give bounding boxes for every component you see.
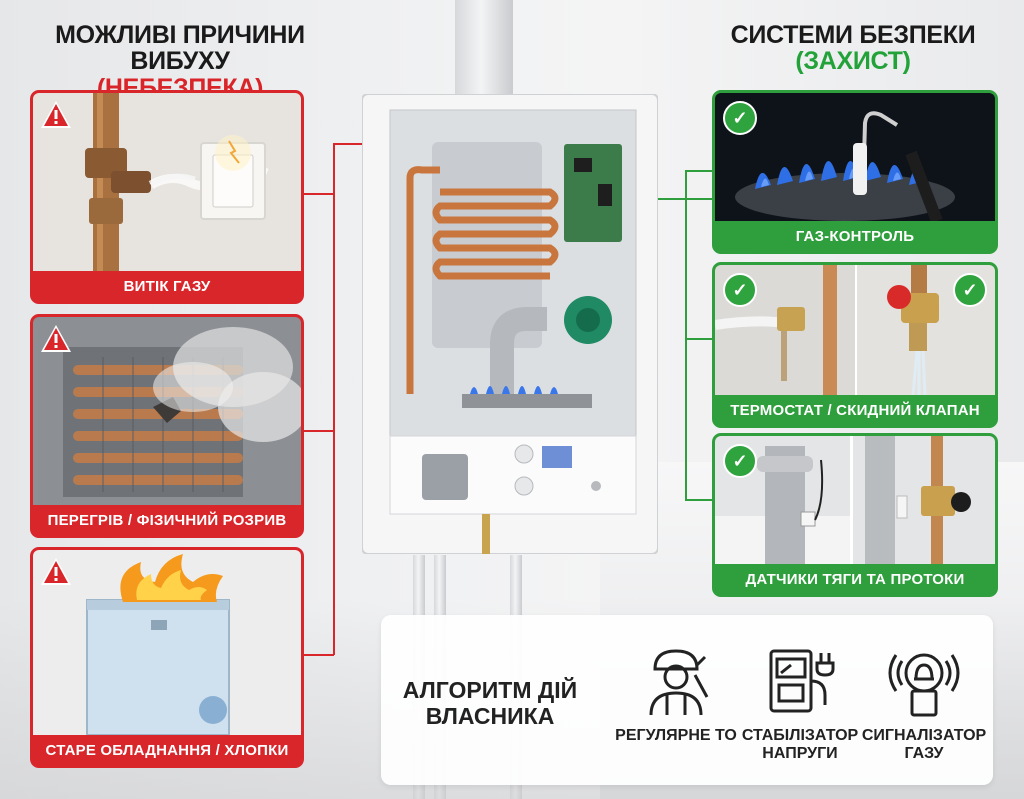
draft-flow-sensors-photo xyxy=(715,436,995,564)
check-icon: ✓ xyxy=(723,101,757,135)
safety-card-gas-control: ✓ ГАЗ-КОНТРОЛЬ xyxy=(712,90,998,254)
check-icon: ✓ xyxy=(723,444,757,478)
check-icon: ✓ xyxy=(953,273,987,307)
action-label-line2: НАПРУГИ xyxy=(762,745,838,763)
voltage-stabilizer-icon xyxy=(769,649,835,713)
connector-line xyxy=(300,193,334,195)
gas-leak-photo xyxy=(33,93,301,271)
gas-flame-photo xyxy=(715,93,995,221)
danger-card-overheat: ПЕРЕГРІВ / ФІЗИЧНИЙ РОЗРИВ xyxy=(30,314,304,538)
old-boiler-fire-photo xyxy=(33,550,301,735)
safety-card-label: ДАТЧИКИ ТЯГИ ТА ПРОТОКИ xyxy=(745,570,965,588)
action-gas-alarm: СИГНАЛІЗАТОР ГАЗУ xyxy=(849,643,999,764)
warning-icon xyxy=(41,101,71,128)
owner-actions-title-line2: ВЛАСНИКА xyxy=(425,703,555,730)
danger-card-gas-leak: ВИТІК ГАЗУ xyxy=(30,90,304,304)
owner-actions-title-line1: АЛГОРИТМ ДІЙ xyxy=(402,677,578,703)
connector-line xyxy=(685,170,712,172)
danger-card-label: ВИТІК ГАЗУ xyxy=(123,277,211,295)
owner-actions-title: АЛГОРИТМ ДІЙ ВЛАСНИКА xyxy=(395,677,585,730)
overheated-exchanger-photo xyxy=(33,317,301,505)
warning-icon xyxy=(41,558,71,585)
safety-subtitle: (ЗАХИСТ) xyxy=(795,47,911,76)
danger-card-old-equipment: СТАРЕ ОБЛАДНАННЯ / ХЛОПКИ xyxy=(30,547,304,768)
safety-card-thermostat: ✓ ✓ ТЕРМОСТАТ / СКИДНИЙ КЛАПАН xyxy=(712,262,998,428)
connector-line xyxy=(685,499,712,501)
action-label-line1: СИГНАЛІЗАТОР xyxy=(861,727,987,744)
connector-line xyxy=(640,198,712,200)
danger-card-label: ПЕРЕГРІВ / ФІЗИЧНИЙ РОЗРИВ xyxy=(47,511,287,529)
technician-icon xyxy=(649,649,709,716)
boiler-cutaway-illustration xyxy=(362,94,658,554)
danger-card-label: СТАРЕ ОБЛАДНАННЯ / ХЛОПКИ xyxy=(45,741,289,759)
safety-card-label: ТЕРМОСТАТ / СКИДНИЙ КЛАПАН xyxy=(730,401,980,419)
connector-line xyxy=(300,430,334,432)
action-label-line1: СТАБІЛІЗАТОР xyxy=(741,727,859,744)
safety-card-label: ГАЗ-КОНТРОЛЬ xyxy=(795,227,915,245)
owner-actions-panel: АЛГОРИТМ ДІЙ ВЛАСНИКА РЕГУЛЯРНЕ ТО xyxy=(381,615,993,785)
action-label-line1: РЕГУЛЯРНЕ ТО xyxy=(615,727,737,744)
action-regular-maintenance: РЕГУЛЯРНЕ ТО xyxy=(601,643,751,745)
causes-title: МОЖЛИВІ ПРИЧИНИ ВИБУХУ xyxy=(55,21,305,76)
thermostat-valve-photo xyxy=(715,265,995,395)
wall-pipe xyxy=(455,0,513,100)
safety-title: СИСТЕМИ БЕЗПЕКИ xyxy=(730,21,976,49)
connector-line xyxy=(333,143,385,145)
safety-heading: СИСТЕМИ БЕЗПЕКИ (ЗАХИСТ) xyxy=(708,22,998,75)
safety-card-sensors: ✓ ДАТЧИКИ ТЯГИ ТА ПРОТОКИ xyxy=(712,433,998,597)
connector-line xyxy=(300,654,334,656)
gas-alarm-icon xyxy=(888,653,960,717)
connector-line xyxy=(685,338,712,340)
action-voltage-stabilizer: СТАБІЛІЗАТОР НАПРУГИ xyxy=(725,643,875,764)
action-label-line2: ГАЗУ xyxy=(904,745,944,763)
connector-line xyxy=(333,143,335,655)
warning-icon xyxy=(41,325,71,352)
causes-heading: МОЖЛИВІ ПРИЧИНИ ВИБУХУ (НЕБЕЗПЕКА) xyxy=(22,22,338,101)
check-icon: ✓ xyxy=(723,273,757,307)
connector-line xyxy=(685,170,687,500)
